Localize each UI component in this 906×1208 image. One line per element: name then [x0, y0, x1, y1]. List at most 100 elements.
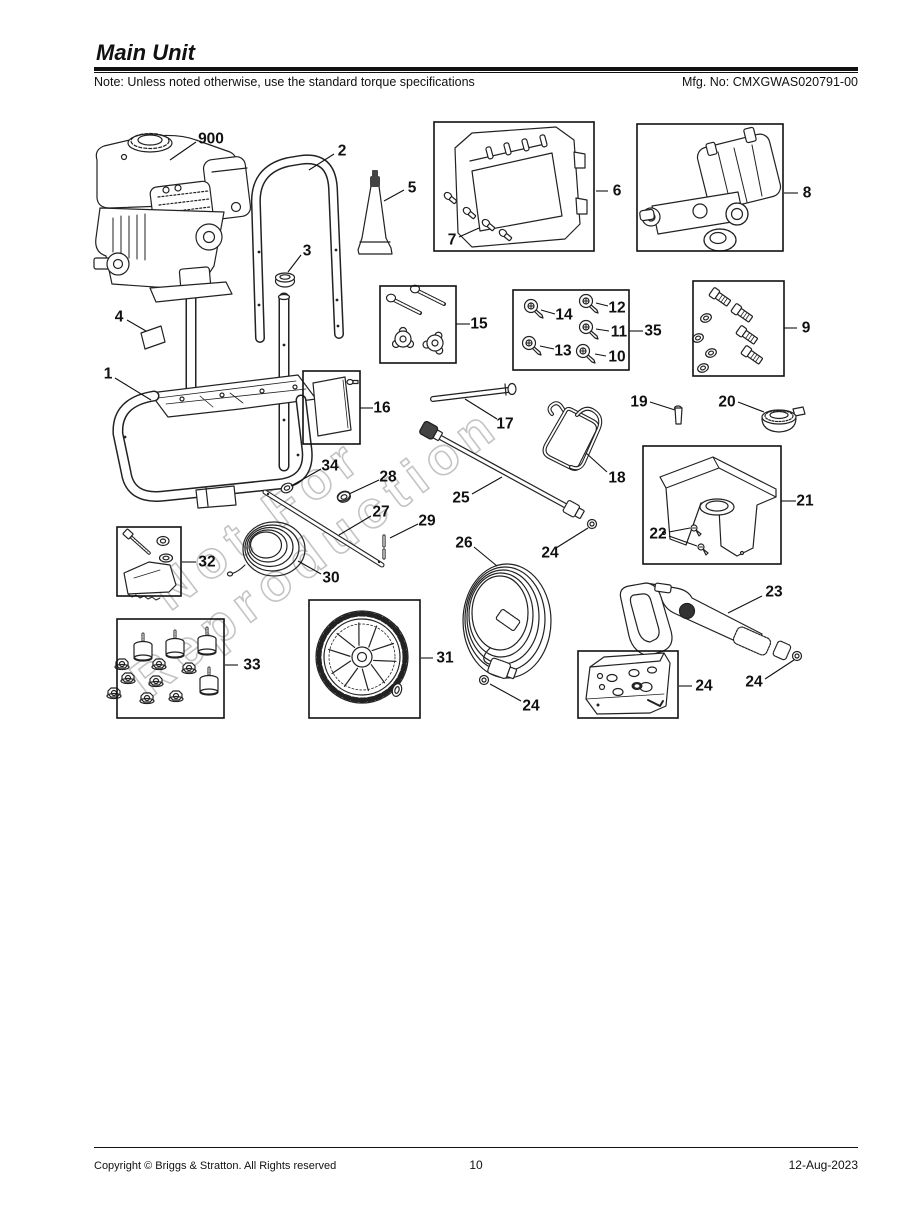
leader-line-28 [348, 479, 380, 495]
callout-4: 4 [115, 309, 124, 326]
leader-line-4 [126, 319, 147, 332]
leader-line-3 [287, 254, 302, 273]
parts-box-33 [116, 618, 225, 719]
footer-row: Copyright © Briggs & Stratton. All Right… [94, 1158, 858, 1172]
callout-29: 29 [418, 513, 436, 530]
screws-22-art [690, 524, 709, 556]
footer-copyright: Copyright © Briggs & Stratton. All Right… [94, 1160, 337, 1172]
handle-2-art [250, 154, 344, 343]
leader-line-10 [594, 353, 607, 357]
leader-line-22 [668, 527, 691, 533]
leader-line-20 [737, 401, 765, 413]
leader-line-5 [383, 189, 405, 202]
callout-24: 24 [541, 545, 559, 562]
footer-rule [94, 1147, 858, 1148]
parts-box-8 [636, 123, 784, 252]
leader-line-11 [595, 328, 610, 332]
callout-9: 9 [802, 320, 811, 337]
footer-date: 12-Aug-2023 [788, 1158, 858, 1172]
callout-10: 10 [608, 349, 625, 366]
pin-19-art [673, 405, 683, 425]
leader-line-7 [458, 227, 480, 238]
callout-23: 23 [765, 584, 783, 601]
leader-line-24 [555, 527, 589, 549]
parts-box-32 [116, 526, 182, 597]
leader-line-27 [338, 515, 372, 536]
leader-line-26 [473, 546, 498, 567]
engine-900-art [93, 132, 252, 303]
header-note-row: Note: Unless noted otherwise, use the st… [94, 75, 858, 89]
callout-26: 26 [455, 535, 473, 552]
wheel-31-art [315, 610, 409, 704]
axle-27-art [262, 489, 385, 568]
leader-line-13 [539, 345, 555, 350]
callout-35: 35 [644, 323, 662, 340]
leader-line-22 [668, 535, 698, 547]
oring-kit-24-art [585, 652, 671, 715]
parts-box-21 [642, 445, 782, 565]
callout-900: 900 [198, 131, 224, 148]
header-rule-thin [94, 72, 858, 73]
callout-31: 31 [436, 650, 454, 667]
pump-8-art [639, 126, 782, 252]
callout-24: 24 [522, 698, 540, 715]
leader-line-17 [464, 398, 498, 420]
torque-note: Note: Unless noted otherwise, use the st… [94, 75, 475, 89]
handle-cap-3-art [274, 272, 296, 288]
wand-25-art [419, 420, 598, 530]
callout-24: 24 [745, 674, 763, 691]
leader-line-30 [297, 560, 322, 575]
callout-2: 2 [338, 143, 347, 160]
callout-33: 33 [243, 657, 261, 674]
parts-box-6 [433, 121, 595, 252]
callout-14: 14 [555, 307, 573, 324]
callout-19: 19 [630, 394, 648, 411]
leader-line-12 [595, 302, 609, 307]
parts-box-24 [577, 650, 679, 719]
callout-8: 8 [803, 185, 812, 202]
callout-6: 6 [613, 183, 622, 200]
callout-24: 24 [695, 678, 713, 695]
decal-16-art [312, 376, 359, 437]
callout-1: 1 [104, 366, 113, 383]
frame-1-art [112, 374, 317, 509]
callout-13: 13 [554, 343, 572, 360]
spray-gun-23-art [619, 582, 803, 662]
leader-line-18 [585, 452, 608, 473]
decal-4-art [140, 325, 166, 350]
callout-17: 17 [496, 416, 513, 433]
callout-25: 25 [452, 490, 470, 507]
callout-34: 34 [321, 458, 339, 475]
bolt-17-art [430, 382, 517, 402]
callout-3: 3 [303, 243, 312, 260]
callout-32: 32 [198, 554, 215, 571]
mfg-number: Mfg. No: CMXGWAS020791-00 [682, 75, 858, 89]
parts-box-35 [512, 289, 630, 371]
leader-line-19 [649, 401, 676, 411]
callout-22: 22 [649, 526, 666, 543]
leader-line-23 [727, 595, 763, 614]
screws-7-art [443, 191, 513, 242]
callout-16: 16 [373, 400, 391, 417]
leader-line-25 [471, 476, 503, 495]
callout-21: 21 [796, 493, 814, 510]
footer-page-number: 10 [469, 1158, 483, 1172]
leader-line-24 [489, 683, 522, 702]
mount-kit-33-art [106, 626, 219, 705]
screw-kit-35-art [521, 293, 599, 364]
callout-28: 28 [379, 469, 397, 486]
leader-line-900 [169, 141, 197, 161]
leader-line-29 [389, 523, 419, 539]
callout-5: 5 [408, 180, 417, 197]
foot-kit-32-art [122, 528, 177, 601]
parts-box-31 [308, 599, 421, 719]
leader-line-2 [308, 153, 335, 171]
funnel-5-art [357, 170, 393, 255]
callout-7: 7 [448, 232, 457, 249]
leader-line-14 [540, 309, 556, 315]
callout-20: 20 [718, 394, 735, 411]
bolt-knob-kit-15-art [385, 284, 446, 355]
callout-18: 18 [608, 470, 626, 487]
